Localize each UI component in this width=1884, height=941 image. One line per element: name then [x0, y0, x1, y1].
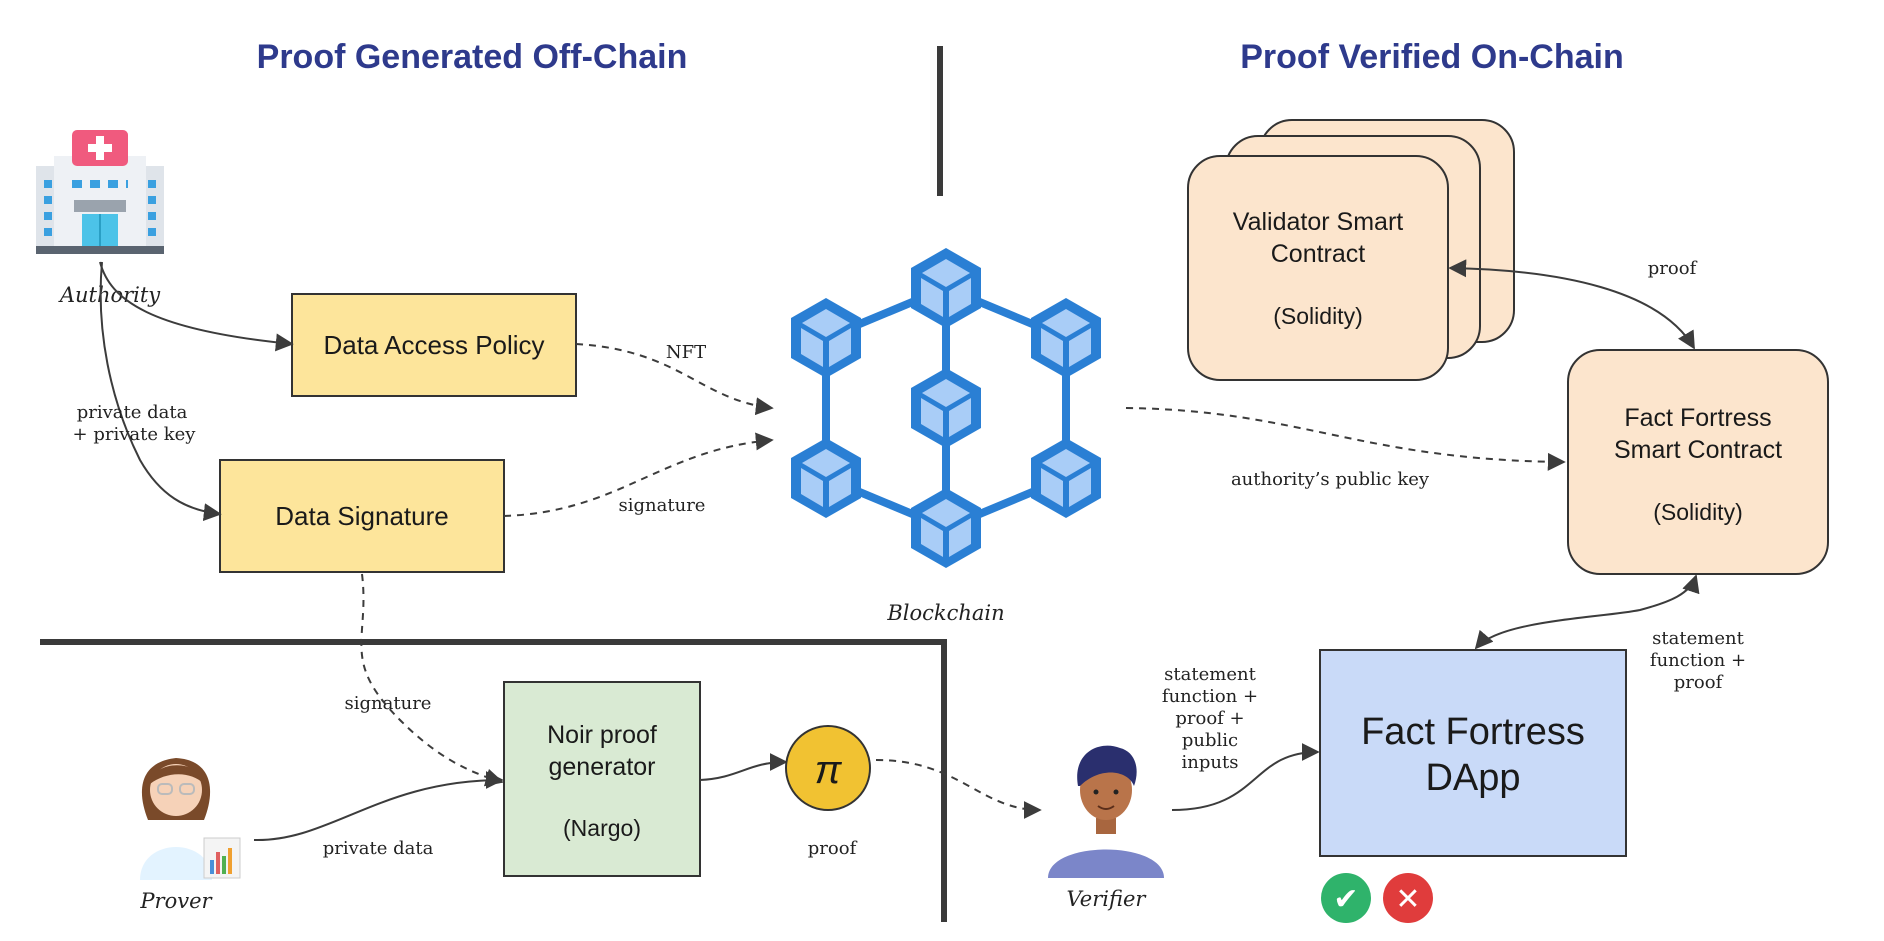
- prover-label: Prover: [139, 889, 213, 913]
- title-off-chain: Proof Generated Off-Chain: [257, 38, 688, 76]
- edge-verifier-dapp: [1171, 743, 1320, 811]
- noir-title-line2: generator: [548, 753, 655, 781]
- check-icon: ✔: [1321, 873, 1371, 923]
- edge-prover-noir: [253, 771, 504, 842]
- blockchain-label: Blockchain: [886, 601, 1004, 625]
- statement-contract-line2: function +: [1650, 650, 1746, 671]
- private-data-label-line2: + private key: [73, 424, 197, 445]
- edge-policy-blockchain: [575, 343, 774, 416]
- hospital-icon: [36, 130, 164, 254]
- validator-title-line2: Contract: [1271, 240, 1366, 268]
- contract-title-line1: Fact Fortress: [1624, 404, 1771, 432]
- validator-lang: (Solidity): [1273, 303, 1362, 329]
- blockchain-icon: [791, 248, 1101, 568]
- check-glyph: ✔: [1333, 883, 1358, 916]
- noir-generator-box: [503, 681, 701, 877]
- noir-lang: (Nargo): [563, 815, 641, 841]
- contract-title-line2: Smart Contract: [1614, 436, 1782, 464]
- pi-glyph: π: [815, 748, 843, 792]
- edge-validator-contract: [1448, 259, 1695, 350]
- cross-icon: ✕: [1383, 873, 1433, 923]
- edge-proof-verifier: [875, 759, 1042, 819]
- dapp-title-line1: Fact Fortress: [1361, 711, 1585, 753]
- fact-fortress-dapp-box: [1319, 649, 1627, 857]
- person-icon: [1048, 745, 1164, 878]
- private-data-label: private data: [323, 838, 434, 859]
- edge-authority-signature: [99, 261, 222, 522]
- statement-verifier-line1: statement: [1164, 664, 1256, 685]
- divider-prover-region: [40, 639, 947, 922]
- edge-signature-noir: [360, 573, 504, 787]
- proof-label: proof: [808, 838, 858, 859]
- statement-verifier-line5: inputs: [1182, 752, 1239, 773]
- title-on-chain: Proof Verified On-Chain: [1240, 38, 1623, 76]
- validator-contract-box: [1187, 155, 1449, 381]
- authority-label: Authority: [58, 283, 161, 307]
- edge-noir-proof: [699, 753, 788, 781]
- statement-verifier-line3: proof +: [1175, 708, 1244, 729]
- edge-signature-blockchain: [503, 432, 774, 517]
- dapp-title-line2: DApp: [1425, 757, 1520, 799]
- verifier-label: Verifier: [1067, 887, 1148, 911]
- statement-verifier-line4: public: [1182, 730, 1238, 751]
- validator-title-line1: Validator Smart: [1233, 208, 1403, 236]
- statement-contract-line3: proof: [1674, 672, 1724, 693]
- private-data-label-line1: private data: [77, 402, 188, 423]
- scientist-icon: [140, 758, 241, 880]
- data-access-policy-box: [291, 293, 577, 397]
- cross-glyph: ✕: [1395, 883, 1420, 916]
- proof-pi-icon: π: [785, 725, 871, 811]
- statement-contract-line1: statement: [1652, 628, 1744, 649]
- fact-fortress-contract-box: [1567, 349, 1829, 575]
- proof-validator-label: proof: [1648, 258, 1698, 279]
- edge-authority-policy: [99, 261, 294, 352]
- statement-verifier-line2: function +: [1162, 686, 1258, 707]
- contract-lang: (Solidity): [1653, 499, 1742, 525]
- edge-blockchain-contract: [1125, 407, 1566, 471]
- signature-noir-label: signature: [345, 693, 432, 714]
- data-signature-label: Data Signature: [275, 501, 448, 531]
- data-access-policy-label: Data Access Policy: [323, 330, 544, 360]
- edge-dapp-contract: [1474, 574, 1700, 650]
- data-signature-box: [219, 459, 505, 573]
- nft-label: NFT: [666, 342, 706, 363]
- noir-title-line1: Noir proof: [547, 721, 657, 749]
- authority-public-key-label: authority’s public key: [1231, 469, 1430, 490]
- signature-chain-label: signature: [619, 495, 706, 516]
